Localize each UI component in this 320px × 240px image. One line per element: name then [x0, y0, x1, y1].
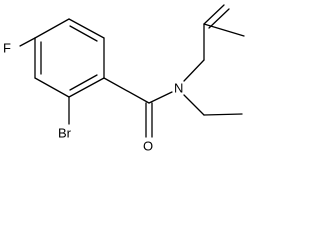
- nitrogen-label: N: [174, 81, 183, 96]
- bond-n-ethyl: [183, 94, 205, 116]
- bromine-label: Br: [58, 126, 72, 141]
- bond-n-allyl: [183, 59, 205, 82]
- bond-ring-double-b: [69, 74, 98, 91]
- bond-ring-carbonyl: [103, 77, 150, 104]
- molecule-structure: F Br O N: [3, 4, 245, 154]
- bond-ring-c3-c4: [68, 77, 105, 98]
- bond-allyl-double-2: [208, 8, 230, 29]
- bond-ethyl: [203, 113, 243, 116]
- bond-carbonyl-n: [148, 91, 173, 104]
- bond-allyl-methyl: [203, 23, 245, 37]
- bond-ring-c6-c1: [34, 18, 70, 39]
- bond-c-f: [19, 37, 36, 47]
- bond-ring-c1-c2: [68, 18, 105, 39]
- bond-allyl-double-1: [203, 4, 225, 25]
- fluorine-label: F: [3, 41, 11, 56]
- benzene-ring: [34, 18, 105, 98]
- bond-ring-c4-c5: [34, 77, 70, 98]
- oxygen-label: O: [143, 139, 153, 154]
- bond-ring-double-a: [69, 25, 98, 42]
